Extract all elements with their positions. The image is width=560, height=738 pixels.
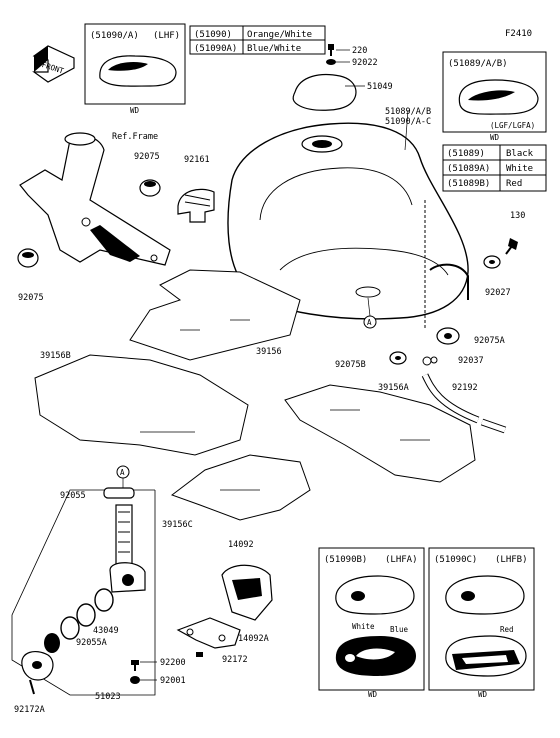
cover-14092 — [221, 564, 273, 621]
box-header: (51090/A) — [90, 31, 139, 41]
screw-92200 — [131, 660, 139, 671]
part-label: 92001 — [160, 676, 186, 686]
bracket-14092a — [176, 617, 241, 649]
gasket-92055 — [103, 487, 135, 499]
box-header: (51089/A/B) — [448, 59, 508, 69]
box-sub: (LGF/LGFA) — [490, 121, 535, 130]
box-wd: WD — [130, 106, 140, 115]
box-wd: WD — [490, 133, 500, 142]
svg-text:A: A — [367, 318, 372, 327]
damper-92075-top — [139, 179, 161, 197]
box-wd: WD — [368, 690, 378, 699]
lever-plate — [21, 633, 60, 681]
color-name: Red — [506, 179, 522, 189]
bracket-92161 — [177, 188, 215, 223]
color-code: (51090A) — [194, 44, 237, 54]
ref-frame-label: Ref.Frame — [112, 132, 158, 142]
part-label: 92055 — [60, 491, 86, 501]
part-label: 92022 — [352, 58, 378, 68]
fuel-cock-bracket-lines — [11, 489, 156, 696]
part-label: 39156C — [162, 520, 193, 530]
screw-92172a — [29, 679, 35, 695]
part-label: 39156A — [378, 383, 409, 393]
color-name: Blue/White — [247, 44, 301, 54]
front-arrow-icon: FRONT — [32, 45, 75, 83]
color-name: Orange/White — [247, 30, 312, 40]
variant-box-51090a: (51090/A) (LHF) WD — [84, 23, 186, 115]
damper-92075-left — [17, 248, 39, 268]
box-red: Red — [500, 625, 514, 634]
box-header: (51090C) — [434, 555, 477, 565]
grommet-92027 — [483, 255, 501, 269]
part-label: 92075 — [134, 152, 160, 162]
part-label: 92172A — [14, 705, 45, 715]
frame-reference — [19, 132, 171, 266]
part-label: 43049 — [93, 626, 119, 636]
part-label: 51023 — [95, 692, 121, 702]
color-name: White — [506, 164, 533, 174]
part-label: 39156 — [256, 347, 282, 357]
figure-code: F2410 — [505, 29, 532, 39]
box-side: (LHF) — [153, 31, 180, 41]
color-code: (51089B) — [447, 179, 490, 189]
fuel-cock-51023 — [109, 504, 146, 593]
part-label: 130 — [510, 211, 525, 221]
color-code: (51089A) — [447, 164, 490, 174]
pad-39156c — [170, 454, 311, 521]
pad-39156a — [284, 384, 476, 483]
pad-39156 — [129, 269, 301, 361]
part-label: 92172 — [222, 655, 248, 665]
box-header: (51090B) — [324, 555, 367, 565]
box-side: (LHFA) — [385, 555, 418, 565]
screw-92172 — [196, 652, 203, 657]
svg-text:A: A — [120, 468, 125, 477]
fuel-cap-assembly — [292, 44, 365, 111]
clamp-92037 — [422, 356, 438, 366]
gasket-92055a — [60, 603, 96, 640]
part-label: 92075A — [474, 336, 505, 346]
damper-92075a — [436, 327, 460, 345]
box-white: White — [352, 622, 375, 631]
part-label: 14092A — [238, 634, 269, 644]
part-label: 14092 — [228, 540, 254, 550]
washer-92001 — [130, 676, 140, 684]
o-ring-43049 — [94, 588, 114, 612]
color-table-51090: (51090) Orange/White (51090A) Blue/White — [189, 25, 326, 55]
part-label: 220 — [352, 46, 367, 56]
part-label: 92075 — [18, 293, 44, 303]
part-label: 92037 — [458, 356, 484, 366]
fuel-cock-callout: A — [116, 465, 130, 488]
color-name: Black — [506, 149, 534, 159]
damper-92075b — [389, 351, 407, 365]
color-table-51089: (51089) Black (51089A) White (51089B) Re… — [442, 144, 547, 192]
part-label: 92192 — [452, 383, 478, 393]
part-label: 92200 — [160, 658, 186, 668]
color-code: (51089) — [447, 149, 485, 159]
box-wd: WD — [478, 690, 488, 699]
part-label: 92075B — [335, 360, 366, 370]
part-label: 51090/A-C — [385, 117, 431, 127]
box-side: (LHFB) — [495, 555, 528, 565]
hose-92192 — [421, 373, 507, 434]
variant-box-51090b: (51090B) (LHFA) White Blue WD — [318, 547, 425, 699]
part-label: 51089/A/B — [385, 107, 431, 117]
part-label: 51049 — [367, 82, 393, 92]
box-blue: Blue — [390, 625, 409, 634]
part-label: 92027 — [485, 288, 511, 298]
variant-box-51089: (51089/A/B) (LGF/LGFA) WD — [442, 51, 547, 142]
callout-a-tank: A — [363, 297, 377, 329]
pad-39156b — [34, 354, 249, 456]
color-code: (51090) — [194, 30, 232, 40]
part-label: 92055A — [76, 638, 107, 648]
part-label: 39156B — [40, 351, 71, 361]
variant-box-51090c: (51090C) (LHFB) Red WD — [428, 547, 535, 699]
part-label: 92161 — [184, 155, 210, 165]
bolt-130 — [505, 238, 518, 255]
